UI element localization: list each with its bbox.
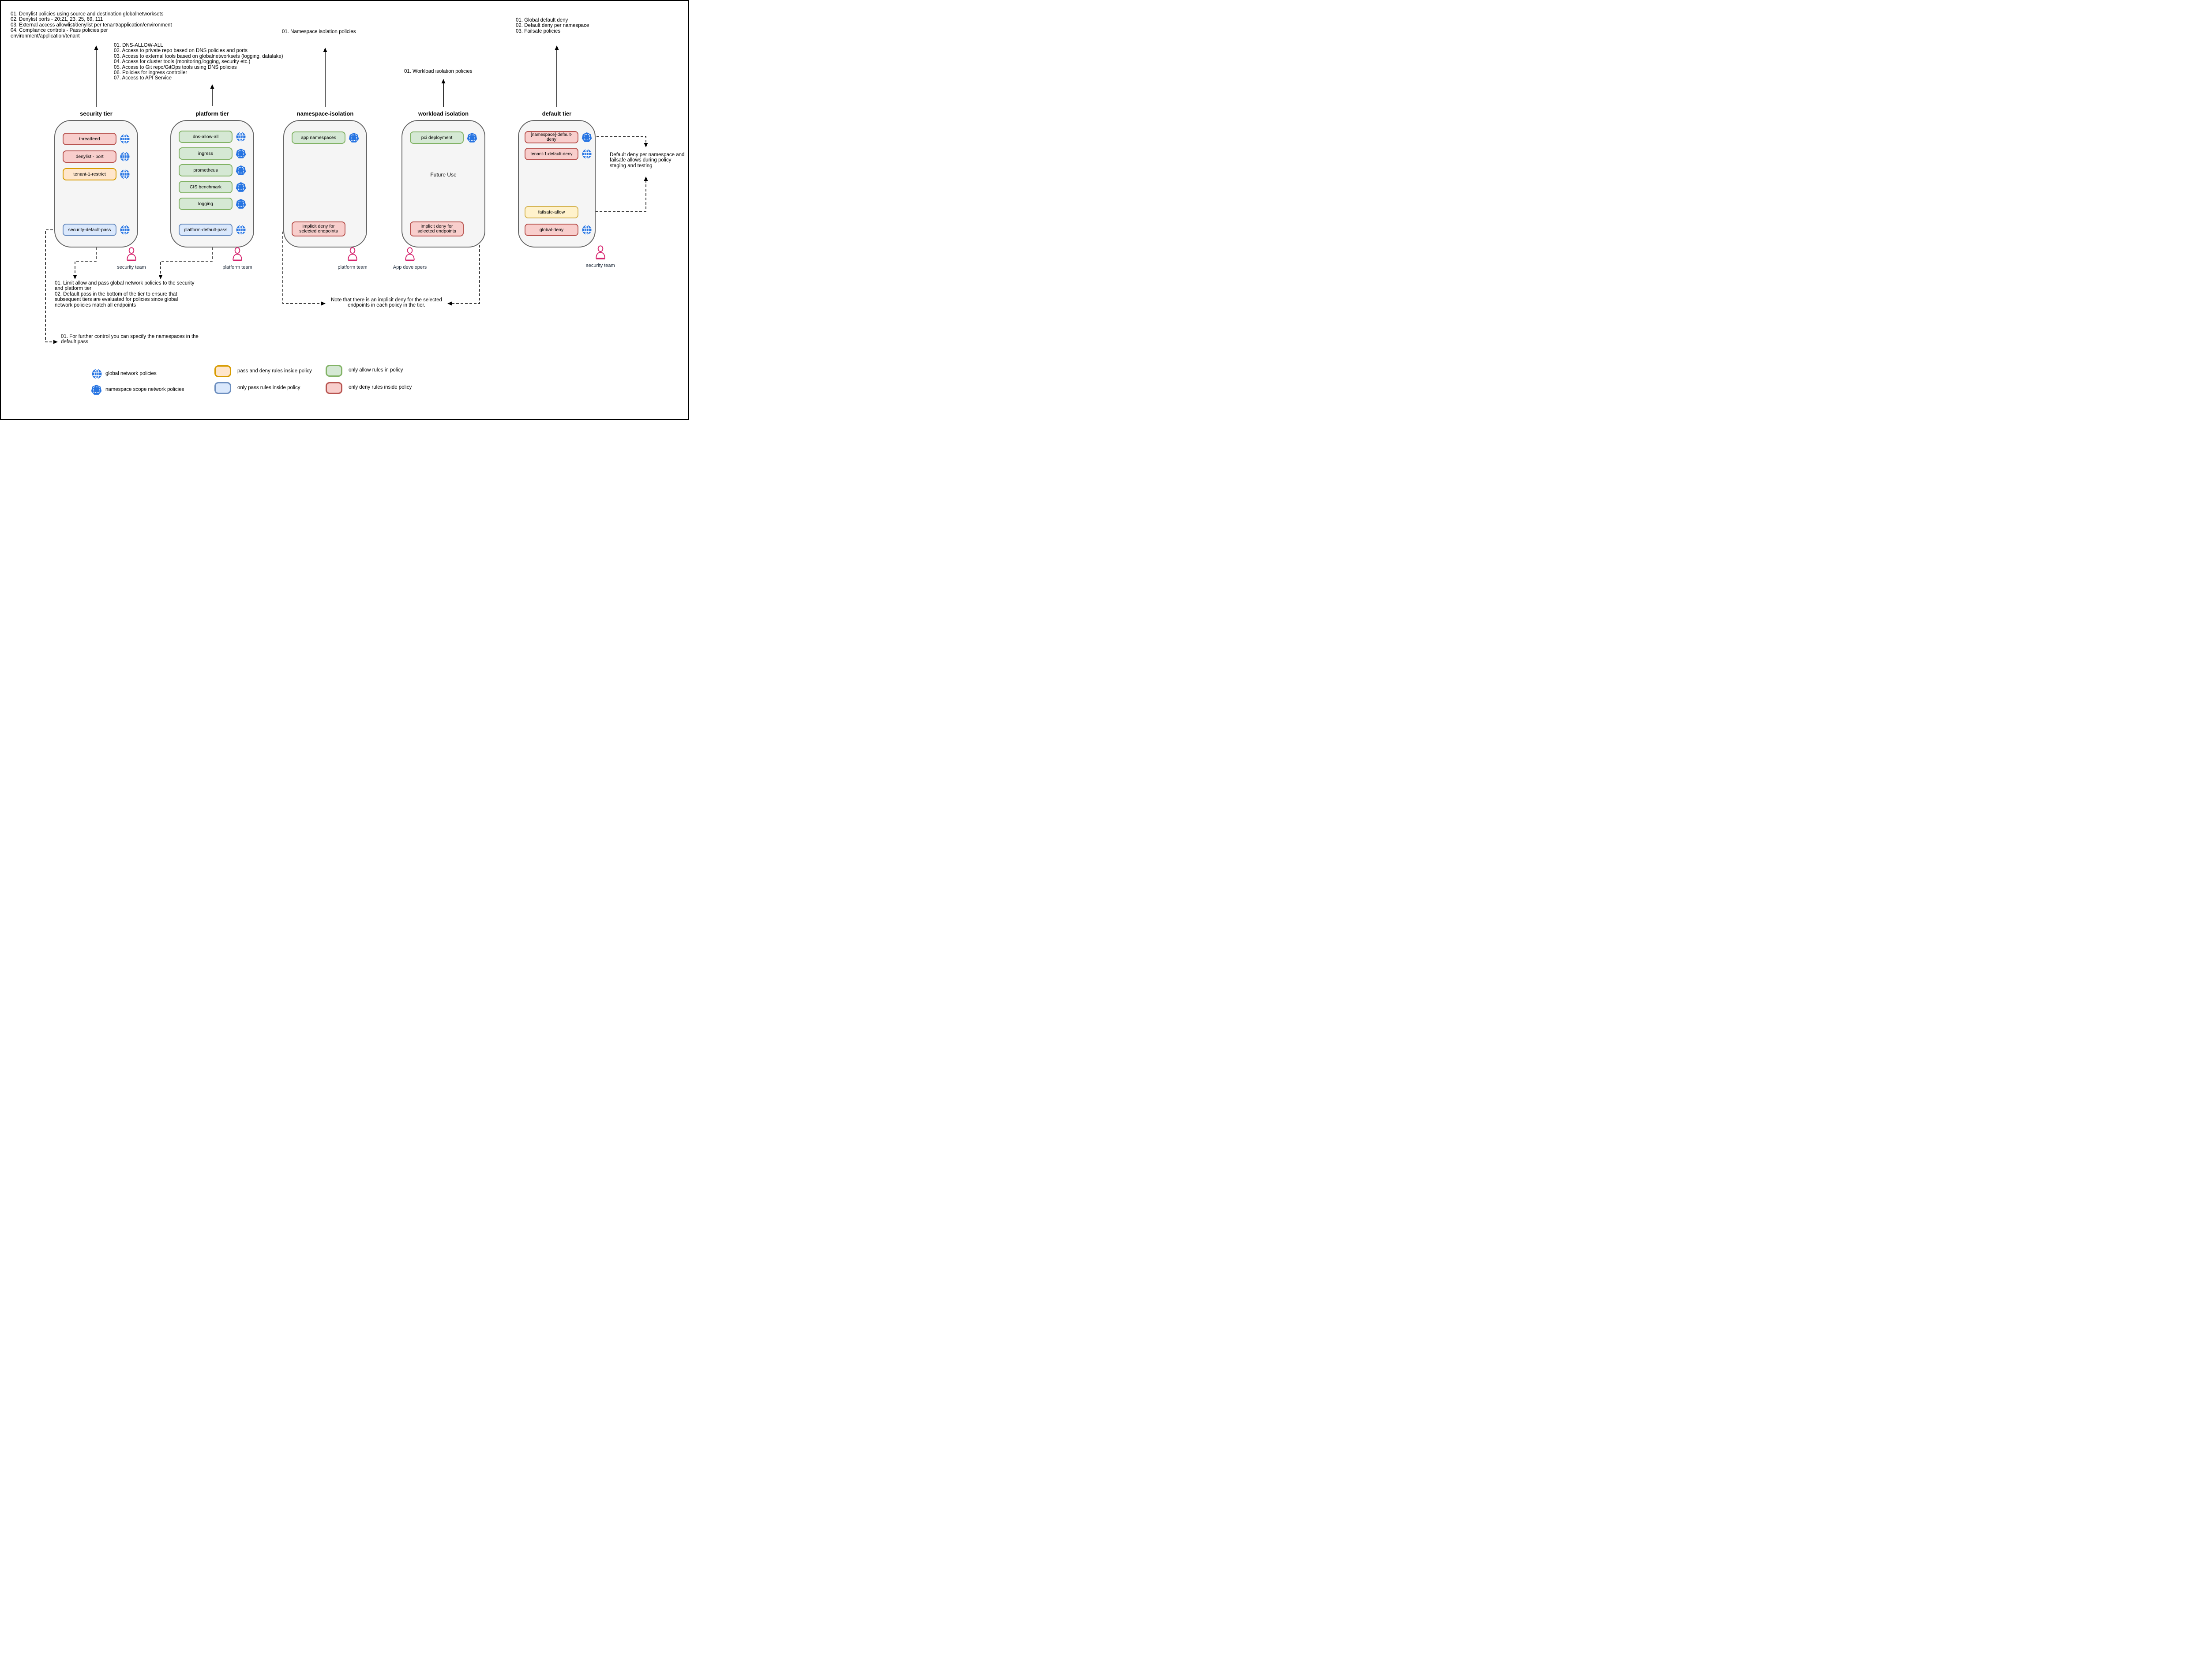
- legend-label-namespace: namespace scope network policies: [105, 387, 184, 392]
- namespace-scope-icon: [349, 132, 359, 143]
- tier-box-default: [namespace]-default-deny tenant-1-defaul…: [518, 120, 596, 248]
- person-icon: [126, 247, 137, 261]
- dashed-platform-tier-to-limit-note: [158, 248, 213, 279]
- policy-implicit-deny: implicit deny for selected endpoints: [410, 221, 464, 236]
- platform-tier-note: 01. DNS-ALLOW-ALL 02. Access to private …: [114, 43, 283, 81]
- namespace-scope-icon: [236, 148, 246, 159]
- team-label-platform: platform team: [222, 265, 252, 270]
- tier-box-workload-isolation: pci deployment Future Use implicit deny …: [401, 120, 485, 248]
- security-tier-note: 01. Denylist policies using source and d…: [11, 11, 172, 39]
- legend-swatch-pass: [214, 382, 231, 394]
- global-network-icon: [582, 225, 592, 235]
- dashed-namespace-default-deny-to-note: [592, 136, 648, 147]
- policy-logging: logging: [179, 198, 233, 210]
- policy-denylist-port: denylist - port: [63, 150, 116, 163]
- diagram-canvas: 01. Denylist policies using source and d…: [0, 0, 689, 420]
- legend-label-pass: only pass rules inside policy: [237, 385, 300, 390]
- global-network-icon: [236, 131, 246, 142]
- team-label-platform-2: platform team: [338, 265, 368, 270]
- global-network-icon: [236, 225, 246, 235]
- legend-swatch-deny: [326, 382, 342, 394]
- legend-label-global: global network policies: [105, 371, 157, 376]
- legend-label-pass-deny: pass and deny rules inside policy: [237, 368, 312, 374]
- team-label-security: security team: [117, 265, 146, 270]
- tier-title-security: security tier: [80, 110, 113, 117]
- tier-title-namespace-isolation: namespace-isolation: [296, 110, 354, 117]
- policy-threatfeed: threatfeed: [63, 133, 116, 145]
- legend-label-deny: only deny rules inside policy: [349, 385, 412, 390]
- policy-dns-allow-all: dns-allow-all: [179, 131, 233, 143]
- person-icon: [404, 247, 416, 261]
- policy-pci-deployment: pci deployment: [410, 131, 464, 144]
- namespace-scope-icon: [236, 182, 246, 192]
- namespace-scope-icon: [91, 384, 102, 395]
- policy-tenant-1-restrict: tenant-1-restrict: [63, 168, 116, 180]
- policy-ingress: ingress: [179, 147, 233, 160]
- policy-cis-benchmark: CIS benchmark: [179, 181, 233, 193]
- global-network-icon: [120, 151, 130, 162]
- namespace-scope-icon: [236, 165, 246, 176]
- tier-title-platform: platform tier: [195, 110, 229, 117]
- namespace-isolation-note: 01. Namespace isolation policies: [282, 29, 356, 34]
- person-icon: [595, 245, 606, 259]
- policy-app-namespaces: app namespaces: [292, 131, 345, 144]
- tier-box-platform: dns-allow-all ingress prometheus CIS ben…: [170, 120, 254, 248]
- namespace-scope-icon: [467, 132, 477, 143]
- namespace-scope-icon: [582, 132, 592, 142]
- policy-platform-default-pass: platform-default-pass: [179, 224, 233, 236]
- future-use-label: Future Use: [430, 172, 457, 178]
- further-control-note: 01. For further control you can specify …: [61, 334, 199, 345]
- dashed-security-tier-to-limit-note: [73, 248, 97, 279]
- global-network-icon: [120, 134, 130, 144]
- policy-namespace-default-deny: [namespace]-default-deny: [525, 131, 578, 143]
- policy-tenant-1-default-deny: tenant-1-default-deny: [525, 148, 578, 160]
- policy-global-deny: global-deny: [525, 224, 578, 236]
- global-network-icon: [120, 225, 130, 235]
- limit-pass-note: 01. Limit allow and pass global network …: [55, 281, 195, 308]
- tier-title-default: default tier: [542, 110, 572, 117]
- policy-prometheus: prometheus: [179, 164, 233, 176]
- person-icon: [347, 247, 358, 261]
- policy-failsafe-allow: failsafe-allow: [525, 206, 578, 218]
- legend-label-allow: only allow rules in policy: [349, 368, 403, 373]
- policy-implicit-deny: implicit deny for selected endpoints: [292, 221, 345, 236]
- implicit-deny-note: Note that there is an implicit deny for …: [331, 297, 442, 308]
- tier-title-workload-isolation: workload isolation: [418, 110, 469, 117]
- legend-swatch-allow: [326, 365, 342, 377]
- policy-security-default-pass: security-default-pass: [63, 224, 116, 236]
- team-label-security-2: security team: [586, 263, 615, 268]
- team-label-app-developers: App developers: [393, 265, 427, 270]
- global-network-icon: [91, 368, 102, 379]
- tier-box-security: threatfeed denylist - port tenant-1-rest…: [54, 120, 138, 248]
- global-network-icon: [120, 169, 130, 180]
- global-network-icon: [582, 149, 592, 159]
- workload-isolation-note: 01. Workload isolation policies: [404, 69, 473, 74]
- default-tier-note: 01. Global default deny 02. Default deny…: [516, 18, 589, 34]
- tier-box-namespace-isolation: app namespaces implicit deny for selecte…: [283, 120, 367, 248]
- namespace-scope-icon: [236, 199, 246, 209]
- person-icon: [232, 247, 243, 261]
- legend-swatch-pass-deny: [214, 365, 231, 377]
- default-deny-staging-note: Default deny per namespace and failsafe …: [610, 152, 685, 169]
